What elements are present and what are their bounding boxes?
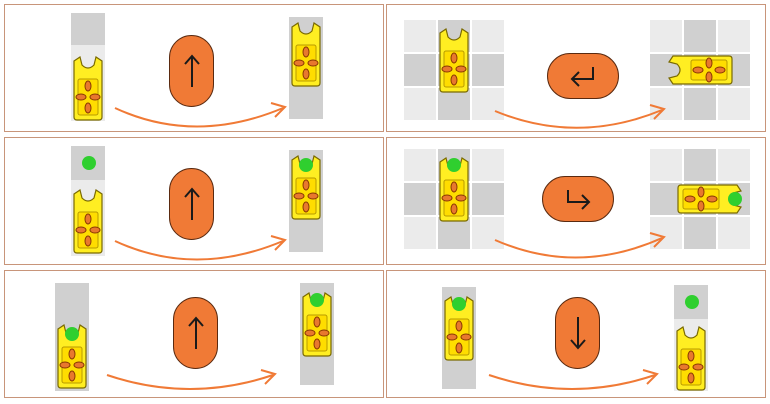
curved-arrow-icon [494,104,666,129]
green-dot-icon [447,158,461,172]
panel-move-forward-reached [4,270,384,398]
green-dot-icon [82,156,96,170]
green-dot-icon [299,158,313,172]
curved-arrow-icon [488,369,659,390]
robot-icon [290,21,322,87]
curved-arrow-icon [114,235,287,261]
robot-icon [56,323,88,389]
robot-icon [72,55,104,121]
command-turn-right-button[interactable] [542,176,614,222]
turn-right-icon [567,190,591,210]
robot-icon [301,291,333,357]
robot-icon [675,325,707,391]
panel-move-forward [4,4,384,132]
green-dot-icon [452,297,466,311]
robot-icon [438,27,470,93]
curved-arrow-icon [494,232,666,259]
green-dot-icon [310,293,324,307]
command-up-button[interactable] [169,35,214,107]
arrow-up-icon [183,187,200,220]
command-up-button[interactable] [173,297,218,369]
panel-turn-right [386,137,766,265]
green-dot-icon [728,192,742,206]
turn-left-icon [570,67,594,87]
green-dot-icon [65,327,79,341]
arrow-up-icon [187,316,204,349]
curved-arrow-icon [106,369,277,390]
robot-icon [443,295,475,361]
arrow-up-icon [183,54,200,87]
curved-arrow-icon [114,102,287,128]
robot-icon [667,54,733,86]
robot-icon [72,188,104,254]
panel-move-backward [386,270,766,398]
robot-icon [677,183,743,215]
command-up-button[interactable] [169,168,214,240]
command-down-button[interactable] [555,297,600,369]
panel-move-forward-to-goal [4,137,384,265]
green-dot-icon [685,295,699,309]
robot-icon [438,156,470,222]
panel-turn-left [386,4,766,132]
robot-icon [290,154,322,220]
arrow-down-icon [569,317,586,350]
command-turn-left-button[interactable] [547,53,619,99]
